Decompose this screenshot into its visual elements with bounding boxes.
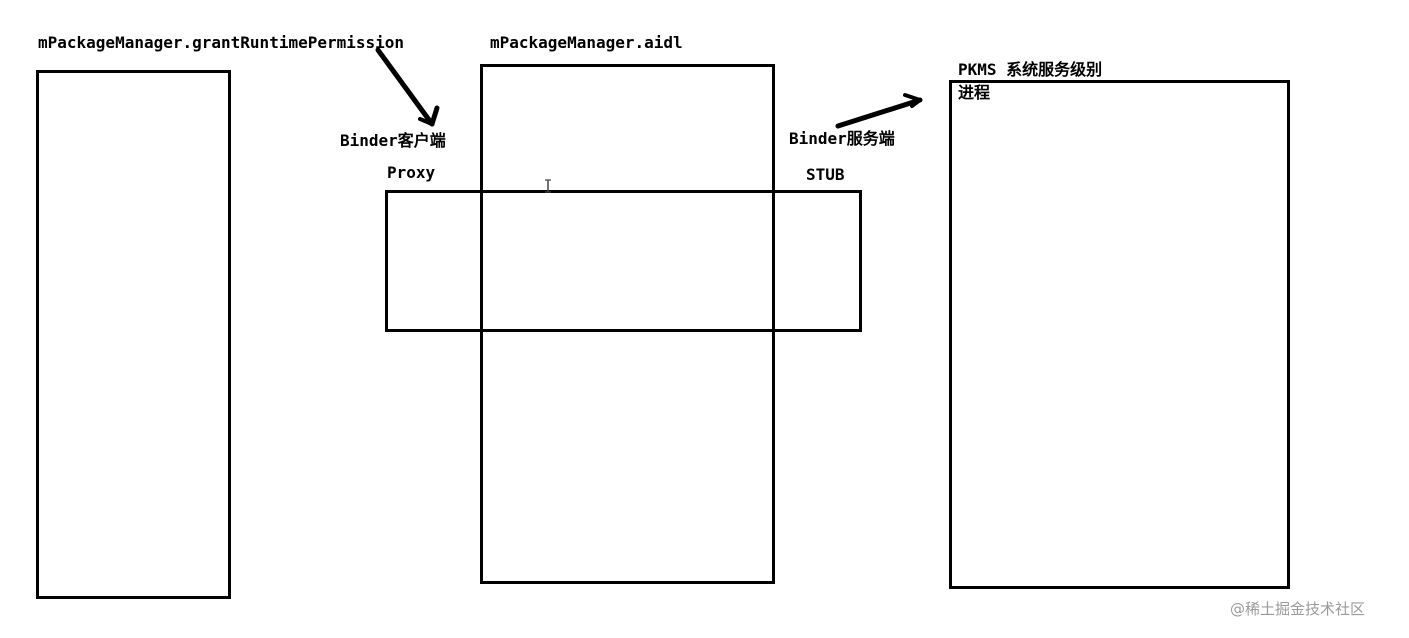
aidl-box (480, 64, 775, 584)
pkms-process-box (949, 80, 1290, 589)
binder-client-label: Binder客户端 (340, 131, 446, 150)
proxy-stub-box (385, 190, 862, 332)
watermark: @稀土掘金技术社区 (1230, 600, 1366, 618)
aidl-label: mPackageManager.aidl (490, 33, 683, 52)
server-arrow (835, 93, 923, 129)
client-arrow (375, 47, 440, 127)
pkms-process-label: 进程 (958, 83, 991, 102)
stub-label: STUB (806, 165, 845, 184)
pkms-title-label: PKMS 系统服务级别 (958, 60, 1103, 79)
client-call-label: mPackageManager.grantRuntimePermission (38, 33, 405, 52)
client-process-box (36, 70, 231, 599)
proxy-label: Proxy (387, 163, 436, 182)
binder-server-label: Binder服务端 (789, 129, 895, 148)
